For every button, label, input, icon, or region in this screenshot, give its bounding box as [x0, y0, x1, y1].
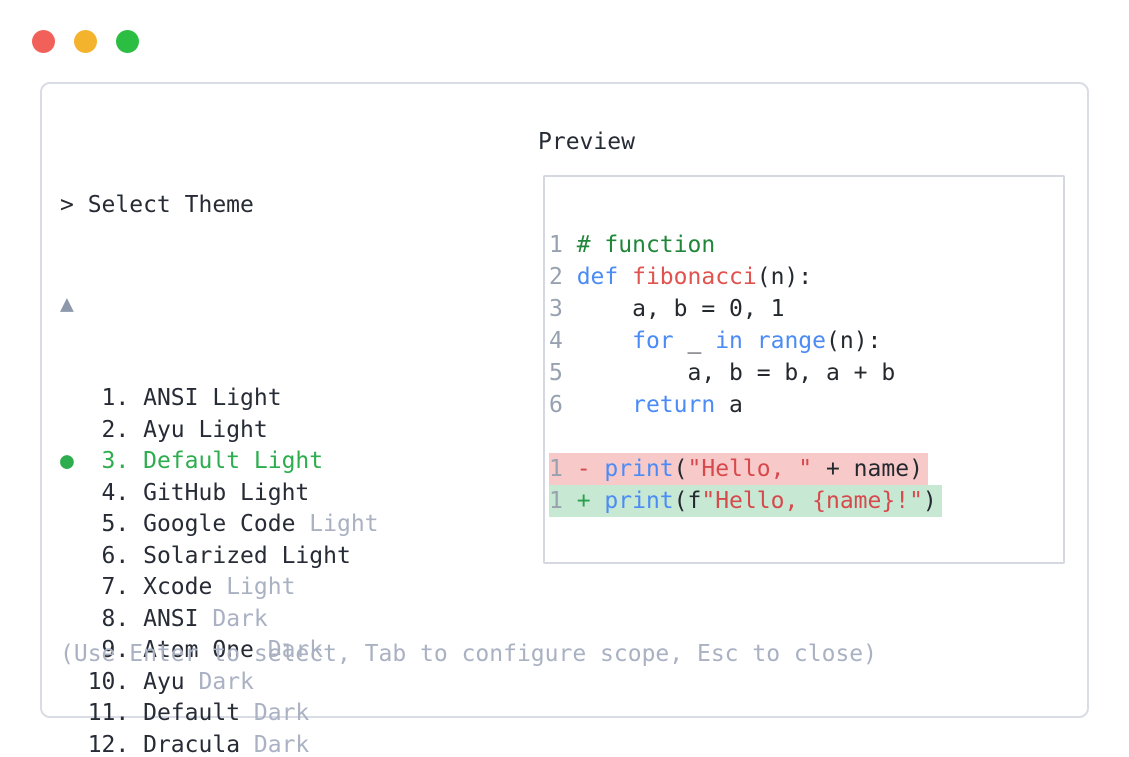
marker-spacer: [60, 732, 74, 757]
theme-list-item[interactable]: 9. Atom One Dark: [60, 635, 379, 667]
maximize-button[interactable]: [116, 30, 139, 53]
marker-spacer: [60, 606, 74, 632]
marker-spacer: [60, 511, 74, 537]
code-line: 3 a, b = 0, 1: [549, 296, 785, 322]
theme-list-item[interactable]: 5. Google Code Light: [60, 509, 379, 541]
code-line: 1 # function: [549, 232, 716, 258]
marker-spacer: [60, 574, 74, 600]
theme-list-item[interactable]: 4. GitHub Light: [60, 478, 379, 510]
code-line: 5 a, b = b, a + b: [549, 360, 896, 386]
scroll-up-icon[interactable]: ▲: [60, 290, 74, 317]
theme-list-item[interactable]: 7. Xcode Light: [60, 572, 379, 604]
theme-list-item[interactable]: 11. Default Dark: [60, 698, 379, 730]
code-preview: 1 # function 2 def fibonacci(n): 3 a, b = …: [549, 229, 942, 517]
theme-list-item[interactable]: 1. ANSI Light: [60, 383, 379, 415]
theme-list-item[interactable]: ● 3. Default Light: [60, 448, 324, 474]
code-line: 6 return a: [549, 392, 743, 418]
code-line: 2 def fibonacci(n):: [549, 264, 813, 290]
theme-list: 1. ANSI Light 2. Ayu Light● 3. Default L…: [60, 383, 379, 757]
theme-list-item[interactable]: 8. ANSI Dark: [60, 604, 379, 636]
preview-pane: 1 # function 2 def fibonacci(n): 3 a, b = …: [543, 175, 1065, 564]
marker-spacer: [60, 480, 74, 506]
theme-list-item[interactable]: 10. Ayu Dark: [60, 667, 379, 699]
theme-list-item[interactable]: 2. Ayu Light: [60, 415, 379, 447]
help-text: (Use Enter to select, Tab to configure s…: [60, 641, 877, 667]
marker-spacer: [60, 543, 74, 569]
minimize-button[interactable]: [74, 30, 97, 53]
preview-title: Preview: [538, 129, 635, 155]
theme-list-item[interactable]: 6. Solarized Light: [60, 541, 379, 573]
close-button[interactable]: [32, 30, 55, 53]
marker-spacer: [60, 669, 74, 695]
marker-spacer: [60, 417, 74, 443]
theme-selector-window: > Select Theme ▲ 1. ANSI Light 2. Ayu Li…: [40, 82, 1089, 757]
marker-spacer: [60, 385, 74, 411]
marker-spacer: [60, 700, 74, 726]
select-theme-prompt: > Select Theme: [60, 192, 254, 218]
diff-line-removed: 1 - print("Hello, " + name): [549, 453, 928, 485]
code-line: 4 for _ in range(n):: [549, 328, 882, 354]
theme-list-item[interactable]: 12. Dracula Dark: [60, 730, 379, 757]
window-controls: [32, 30, 139, 53]
diff-line-added: 1 + print(f"Hello, {name}!"): [549, 485, 942, 517]
code-line: [549, 421, 554, 453]
theme-selector: > Select Theme ▲ 1. ANSI Light 2. Ayu Li…: [60, 127, 379, 757]
selected-indicator-icon: ●: [60, 448, 74, 474]
